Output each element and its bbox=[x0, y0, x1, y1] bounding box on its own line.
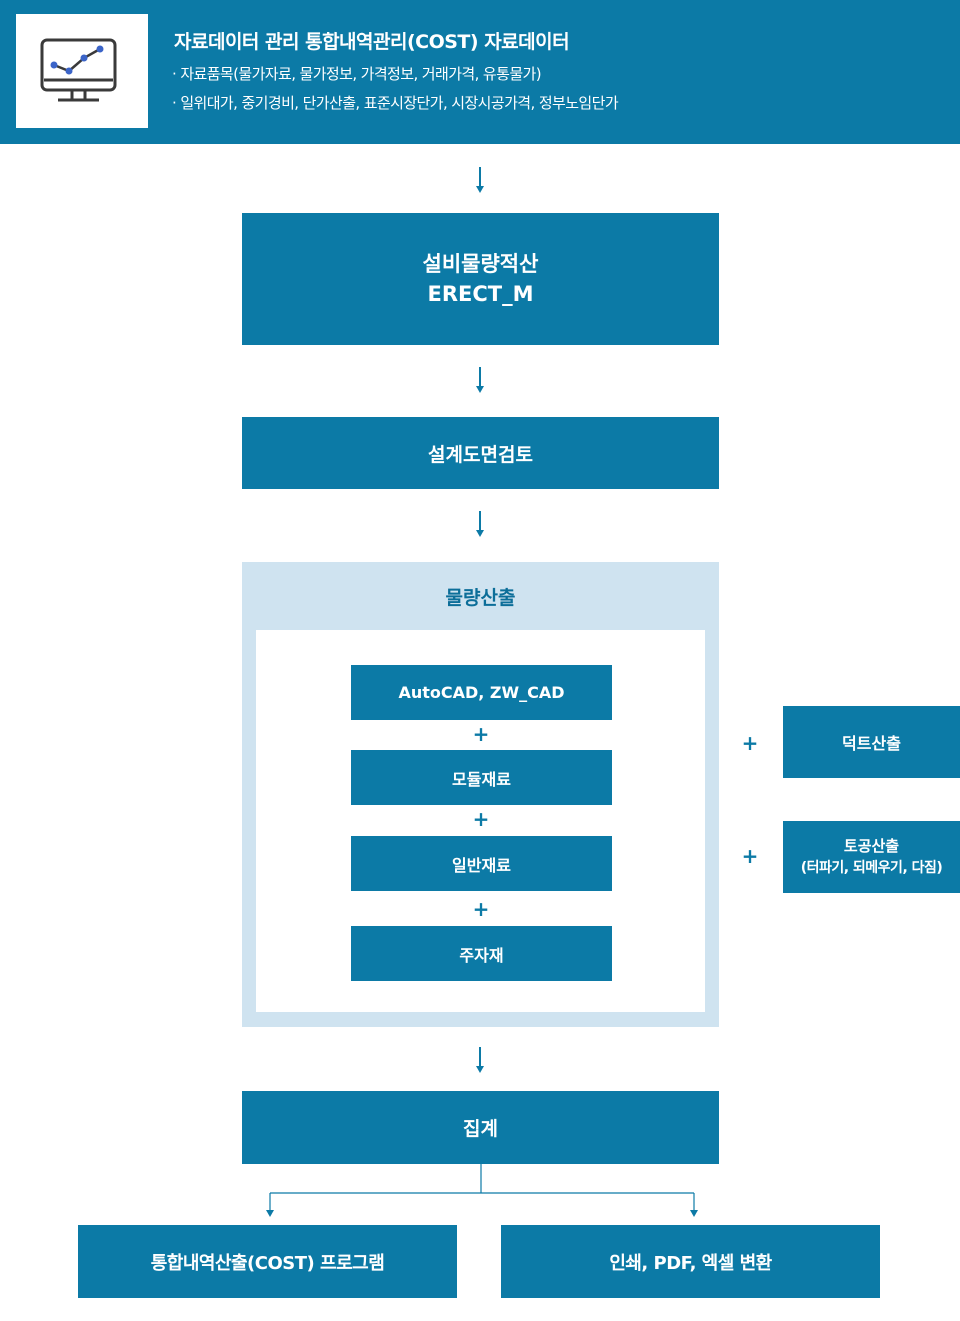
cost-program-label: 통합내역산출(COST) 프로그램 bbox=[150, 1252, 385, 1274]
drawing-review-box: 설계도면검토 bbox=[242, 417, 719, 489]
cad-item: AutoCAD, ZW_CAD bbox=[351, 665, 612, 720]
drawing-review-label: 설계도면검토 bbox=[428, 443, 533, 466]
total-label: 집계 bbox=[463, 1118, 498, 1140]
main-material-item: 주자재 bbox=[351, 926, 612, 981]
header-line-materials: · 자료품목(물가자료, 물가정보, 가격정보, 거래가격, 유통물가) bbox=[172, 65, 542, 83]
plus-icon: + bbox=[472, 722, 490, 746]
total-box: 집계 bbox=[242, 1091, 719, 1164]
plus-icon: + bbox=[741, 844, 759, 868]
branch-connector bbox=[269, 1164, 695, 1211]
arrow-down-icon bbox=[266, 1210, 274, 1217]
module-material-label: 모듈재료 bbox=[452, 769, 511, 789]
header-line-costs: · 일위대가, 중기경비, 단가산출, 표준시장단가, 시장시공가격, 정부노임… bbox=[172, 94, 619, 112]
arrow-down-icon bbox=[690, 1210, 698, 1217]
arrow-down-icon bbox=[476, 1047, 484, 1073]
duct-calc-label: 덕트산출 bbox=[842, 734, 901, 753]
header-banner: 자료데이터 관리 통합내역관리(COST) 자료데이터 · 자료품목(물가자료,… bbox=[0, 0, 960, 144]
erect-m-subtitle: ERECT_M bbox=[427, 282, 534, 306]
earthwork-calc-detail: (터파기, 되메우기, 다짐) bbox=[800, 860, 943, 876]
arrow-down-icon bbox=[476, 367, 484, 393]
arrow-down-icon bbox=[476, 167, 484, 193]
export-label: 인쇄, PDF, 엑셀 변환 bbox=[609, 1252, 772, 1274]
module-material-item: 모듈재료 bbox=[351, 750, 612, 805]
cad-item-label: AutoCAD, ZW_CAD bbox=[398, 683, 565, 702]
earthwork-calc-box: 토공산출 (터파기, 되메우기, 다짐) bbox=[783, 821, 960, 893]
arrow-down-icon bbox=[476, 511, 484, 537]
plus-icon: + bbox=[741, 731, 759, 755]
export-box: 인쇄, PDF, 엑셀 변환 bbox=[501, 1225, 880, 1298]
cost-program-box: 통합내역산출(COST) 프로그램 bbox=[78, 1225, 457, 1298]
general-material-item: 일반재료 bbox=[351, 836, 612, 891]
quantity-panel-title: 물량산출 bbox=[445, 587, 516, 609]
general-material-label: 일반재료 bbox=[452, 855, 511, 875]
earthwork-calc-label: 토공산출 bbox=[843, 837, 900, 855]
plus-icon: + bbox=[472, 807, 490, 831]
monitor-chart-icon bbox=[40, 38, 117, 102]
icon-box bbox=[16, 14, 148, 128]
erect-m-box: 설비물량적산 ERECT_M bbox=[242, 213, 719, 345]
main-material-label: 주자재 bbox=[459, 945, 504, 965]
erect-m-title: 설비물량적산 bbox=[422, 252, 539, 276]
header-title: 자료데이터 관리 통합내역관리(COST) 자료데이터 bbox=[174, 31, 570, 53]
duct-calc-box: 덕트산출 bbox=[783, 706, 960, 778]
plus-icon: + bbox=[472, 897, 490, 921]
